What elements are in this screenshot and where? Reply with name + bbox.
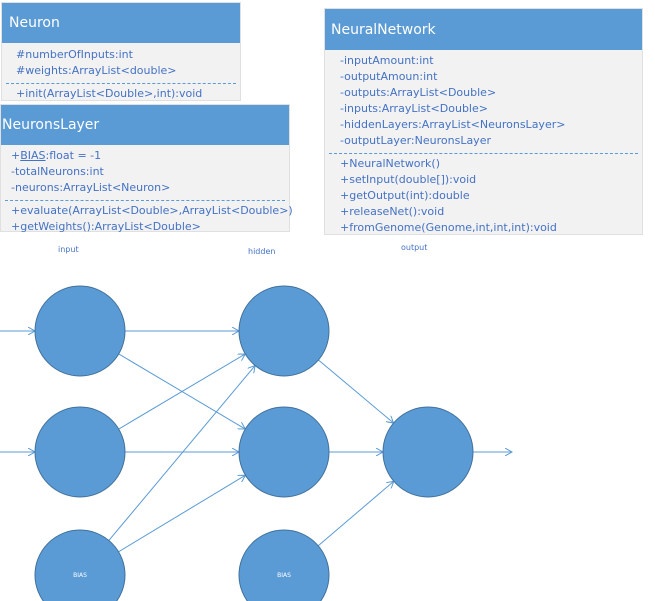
class-neural-network-attribute: -outputs:ArrayList<Double> bbox=[340, 86, 497, 99]
connection-i2-h1 bbox=[118, 354, 246, 430]
class-neurons-layer-attribute: -totalNeurons:int bbox=[11, 165, 104, 178]
node-group: BIAS BIAS bbox=[34, 285, 474, 601]
connection-ib-h1 bbox=[108, 366, 255, 541]
input-bias-node-label: BIAS bbox=[73, 572, 87, 579]
input-bias-node bbox=[34, 529, 126, 601]
layer-label-input: input bbox=[58, 245, 79, 254]
class-neural-network-method: +setInput(double[]):void bbox=[340, 173, 477, 186]
connection-hb-o1 bbox=[317, 481, 394, 547]
connection-group bbox=[0, 331, 512, 553]
class-neural-network-method: +NeuralNetwork() bbox=[340, 157, 441, 170]
connection-ib-h2 bbox=[118, 475, 246, 553]
layer-label-output: output bbox=[401, 243, 428, 252]
class-neuron-attribute: #weights:ArrayList<double> bbox=[16, 64, 177, 77]
hidden-bias-node bbox=[238, 529, 330, 601]
bias-prefix: + bbox=[11, 149, 21, 162]
hidden-node-2 bbox=[238, 406, 330, 498]
bias-suffix: :float = -1 bbox=[45, 149, 102, 162]
class-neuron-method: +init(ArrayList<Double>,int):void bbox=[16, 87, 203, 100]
class-neural-network-attribute: -inputs:ArrayList<Double> bbox=[340, 102, 488, 115]
class-neural-network-divider bbox=[329, 153, 638, 154]
class-neural-network-attribute: -inputAmount:int bbox=[340, 54, 434, 67]
output-node bbox=[382, 406, 474, 498]
class-neurons-layer-bias: +BIAS:float = -1 bbox=[1, 148, 289, 164]
class-neurons-layer: NeuronsLayer +BIAS:float = -1 -totalNeur… bbox=[0, 104, 293, 233]
class-neural-network-attribute: -hiddenLayers:ArrayList<NeuronsLayer> bbox=[340, 118, 566, 131]
hidden-bias-node-label: BIAS bbox=[277, 572, 291, 579]
class-neural-network-method: +releaseNet():void bbox=[340, 205, 445, 218]
class-neural-network-attribute: -outputAmoun:int bbox=[340, 70, 438, 83]
class-neuron-title: Neuron bbox=[2, 3, 240, 43]
class-neurons-layer-method: +getWeights():ArrayList<Double> bbox=[11, 220, 201, 233]
class-neuron: Neuron #numberOfInputs:int #weights:Arra… bbox=[1, 2, 241, 101]
layer-label-hidden: hidden bbox=[248, 247, 276, 256]
class-neuron-divider bbox=[6, 83, 236, 84]
class-neurons-layer-title: NeuronsLayer bbox=[1, 105, 289, 145]
class-neurons-layer-method: +evaluate(ArrayList<Double>,ArrayList<Do… bbox=[11, 204, 293, 217]
class-neurons-layer-attribute: -neurons:ArrayList<Neuron> bbox=[11, 181, 171, 194]
class-neural-network: NeuralNetwork -inputAmount:int -outputAm… bbox=[324, 8, 643, 235]
class-neural-network-method: +fromGenome(Genome,int,int,int):void bbox=[340, 221, 557, 234]
connection-h1-o1 bbox=[318, 359, 393, 423]
class-neural-network-method: +getOutput(int):double bbox=[340, 189, 470, 202]
input-node-1 bbox=[34, 285, 126, 377]
class-neurons-layer-divider bbox=[5, 200, 285, 201]
class-neural-network-title: NeuralNetwork bbox=[325, 9, 642, 50]
class-neural-network-attribute: -outputLayer:NeuronsLayer bbox=[340, 134, 491, 147]
class-neuron-attribute: #numberOfInputs:int bbox=[16, 48, 133, 61]
hidden-node-1 bbox=[238, 285, 330, 377]
bias-name: BIAS bbox=[20, 149, 46, 162]
input-node-2 bbox=[34, 406, 126, 498]
